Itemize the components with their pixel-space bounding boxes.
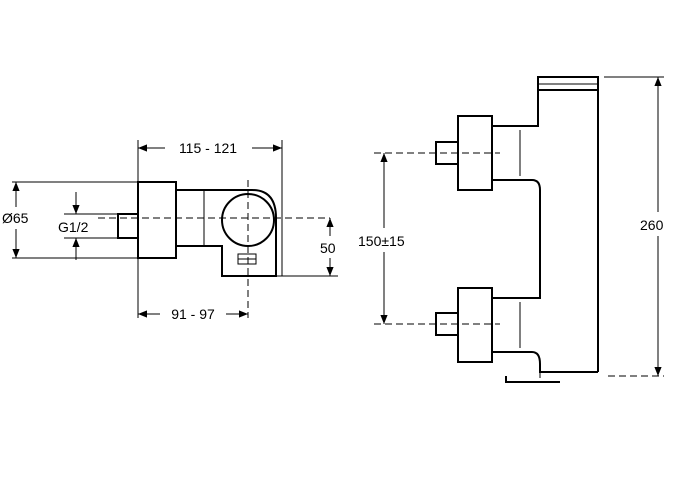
dimension-diameter: Ø65: [2, 182, 29, 258]
dimension-label-outlet-height: 50: [320, 240, 336, 256]
dimension-inlet-spacing: 150±15: [358, 153, 405, 324]
dimension-label-total-height: 260: [640, 217, 664, 233]
front-view-centerlines: [374, 76, 664, 377]
front-view-body: [492, 90, 599, 373]
dimension-label-diameter: Ø65: [2, 210, 29, 226]
dimension-side-body-width: 115 - 121: [138, 140, 282, 156]
front-view-lower-inlet: [435, 287, 493, 363]
dimension-label-projection: 91 - 97: [171, 306, 215, 322]
dimension-thread: G1/2: [58, 192, 89, 260]
dimension-label-body-width: 115 - 121: [179, 140, 237, 156]
front-view: 150±15 260: [358, 76, 664, 383]
dimension-outlet-height: 50: [320, 218, 336, 276]
side-view-centerlines: [98, 180, 330, 318]
dimension-side-projection: 91 - 97: [138, 306, 248, 322]
front-view-outlet: [505, 372, 560, 383]
dimension-total-height: 260: [640, 77, 664, 376]
front-view-top-cap: [537, 76, 599, 91]
dimension-label-thread: G1/2: [58, 219, 89, 235]
side-view-extension-lines: [12, 140, 338, 318]
dimension-label-inlet-spacing: 150±15: [358, 233, 405, 249]
side-view-body: [117, 181, 277, 277]
side-view: 115 - 121 91 - 97 Ø65 G1/2 50: [2, 140, 338, 322]
